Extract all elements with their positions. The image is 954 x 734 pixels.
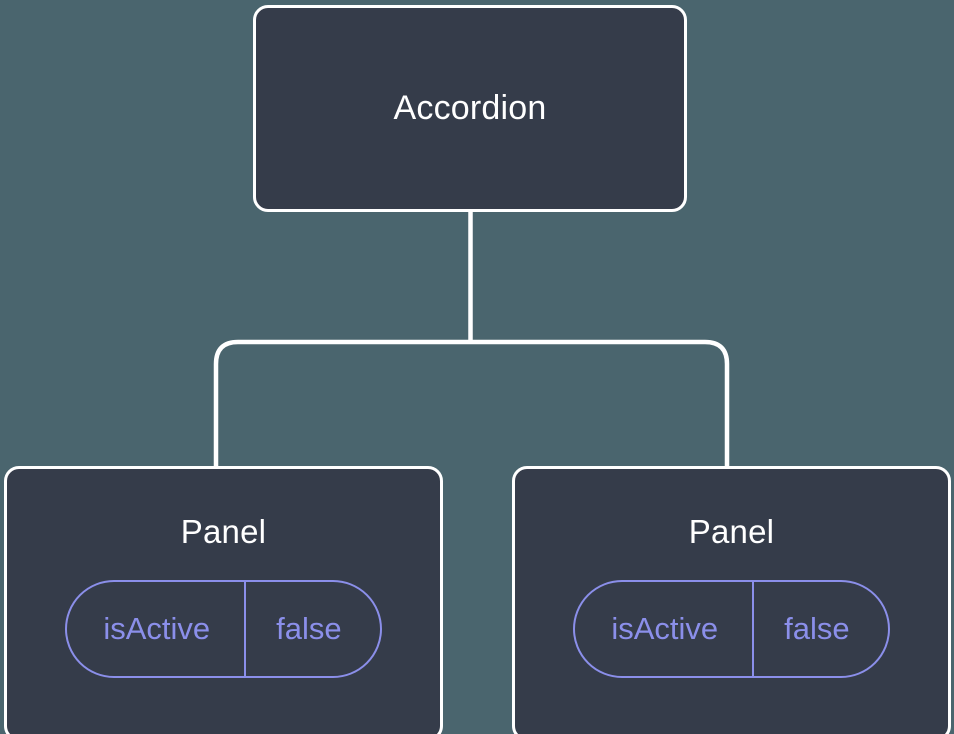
node-panel-1-label: Panel	[180, 513, 267, 550]
node-accordion[interactable]: Accordion	[253, 5, 687, 212]
node-panel-2[interactable]: Panel isActive false	[512, 466, 951, 734]
connector-edge-right	[470, 339, 730, 470]
state-pill-panel-2[interactable]: isActive false	[573, 580, 890, 679]
node-panel-2-label: Panel	[688, 513, 775, 550]
state-pill-panel-1-value: false	[244, 582, 379, 677]
state-pill-panel-1[interactable]: isActive false	[65, 580, 382, 679]
node-panel-1[interactable]: Panel isActive false	[4, 466, 443, 734]
state-pill-panel-2-key: isActive	[611, 611, 719, 647]
state-pill-panel-2-value: false	[752, 582, 887, 677]
connector-edge-left	[213, 339, 471, 470]
state-pill-panel-1-key: isActive	[103, 611, 211, 647]
node-accordion-label: Accordion	[393, 88, 547, 127]
